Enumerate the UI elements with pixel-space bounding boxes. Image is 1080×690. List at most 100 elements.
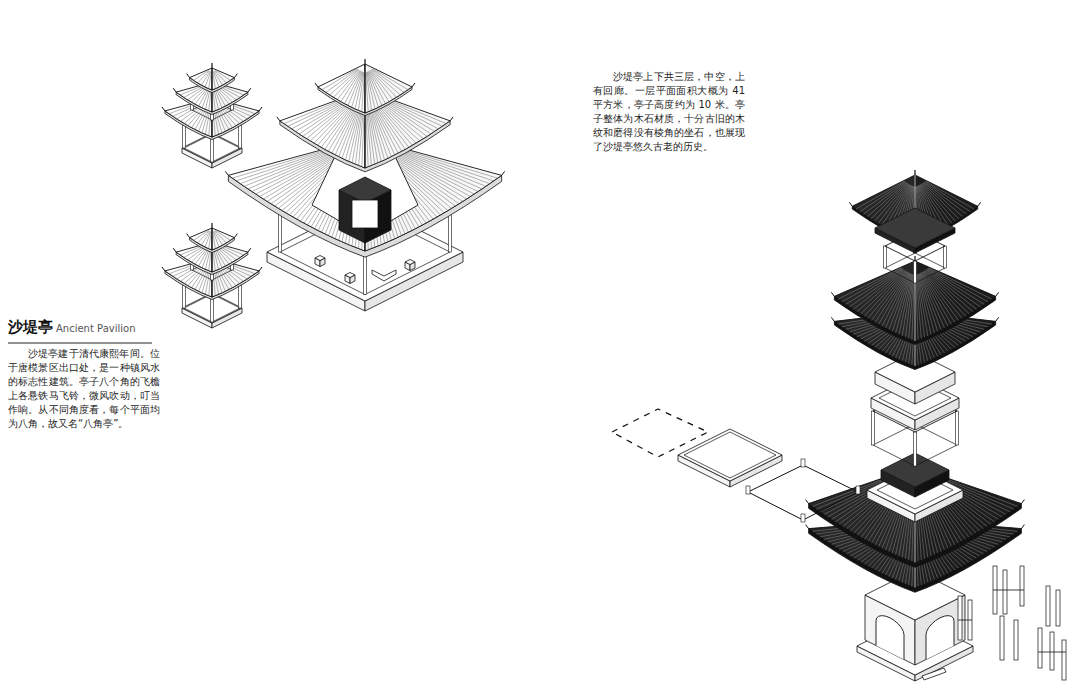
top-roof	[371, 70, 397, 97]
pavilion-roof	[201, 71, 210, 85]
loose-beam	[922, 668, 946, 680]
top-roof	[367, 72, 378, 108]
middle-roof	[915, 261, 996, 341]
pavilion-roof	[211, 223, 212, 228]
column-piece	[1014, 620, 1018, 660]
gallery-column	[914, 432, 917, 466]
column-beam	[958, 620, 972, 621]
pavilion-roof	[213, 72, 216, 89]
top-roof	[355, 72, 363, 109]
pavilion-roof	[173, 88, 176, 92]
pavilion-roof	[205, 71, 211, 87]
pavilion-roof	[259, 267, 262, 271]
column-piece	[1038, 628, 1042, 668]
middle-roof	[928, 268, 988, 301]
pavilion-roof	[209, 232, 212, 249]
top-roof	[369, 71, 386, 104]
pavilion-roof	[173, 248, 176, 252]
beam-joint	[856, 486, 860, 494]
upper-roof	[277, 117, 280, 121]
stone-block	[405, 260, 415, 265]
top-roof	[315, 83, 318, 87]
lower-roof	[502, 171, 505, 175]
middle-roof	[922, 272, 952, 324]
top-roof	[867, 182, 906, 216]
base-arch	[926, 616, 954, 660]
top-roof	[364, 59, 365, 64]
lower-roof	[806, 525, 809, 529]
top-roof	[365, 64, 412, 113]
pavilion-roof	[190, 228, 212, 250]
pavilion-roof	[213, 71, 219, 87]
pavilion-roof	[198, 71, 210, 83]
pavilion-roof	[190, 68, 212, 90]
middle-roof	[902, 274, 912, 335]
lower-roof	[1021, 525, 1024, 529]
pavilion-roof	[162, 107, 165, 111]
middle-roof	[925, 270, 973, 312]
top-roof	[914, 170, 915, 175]
loose-columns	[922, 566, 1066, 680]
small-pavilion	[162, 223, 262, 328]
middle-roof	[899, 274, 912, 334]
pavilion-roof	[248, 88, 251, 92]
pavilion-roof	[209, 72, 212, 89]
pavilion-roof	[214, 231, 223, 245]
beam-frame	[748, 465, 858, 520]
middle-roof	[929, 268, 992, 299]
heading-subtitle: Ancient Pavilion	[56, 323, 135, 334]
inner-core	[339, 177, 391, 203]
top-roof	[925, 182, 970, 212]
top-roof	[412, 83, 415, 87]
top-roof	[849, 202, 852, 206]
pavilion-roof	[213, 232, 216, 249]
middle-roof	[831, 292, 834, 296]
pavilion-roof	[187, 74, 190, 78]
beam-joint	[801, 514, 805, 522]
pavilion-roof	[248, 248, 251, 252]
column-piece	[1046, 586, 1050, 626]
small-pavilion	[162, 63, 262, 168]
pavilion-roof	[215, 70, 230, 80]
stone-seat	[372, 270, 396, 281]
pavilion-roof	[259, 107, 262, 111]
pavilion-roof	[215, 230, 230, 240]
middle-roof	[889, 273, 910, 329]
middle-roof	[831, 317, 834, 321]
middle-roof	[996, 317, 999, 321]
middle-roof	[927, 269, 984, 305]
top-roof	[345, 71, 362, 104]
middle-roof	[868, 271, 907, 318]
top-ring	[875, 208, 955, 248]
lower-roof	[1021, 500, 1024, 504]
top-roof	[871, 183, 907, 219]
pavilion-roof	[234, 74, 237, 78]
middle-roof	[834, 261, 915, 341]
base-arch	[876, 616, 904, 660]
middle-roof	[879, 272, 909, 324]
middle-roof	[914, 256, 915, 261]
top-roof	[330, 70, 359, 95]
heading-rule	[8, 343, 152, 344]
middle-roof	[917, 275, 925, 338]
pavilion-roof	[212, 228, 234, 250]
lower-roof	[809, 467, 915, 563]
stone-block	[345, 273, 355, 278]
cutaway-pavilion	[225, 59, 504, 311]
exploded-pavilion	[806, 170, 1025, 681]
top-roof	[352, 72, 363, 108]
floor-ring	[684, 432, 776, 478]
middle-roof	[926, 270, 977, 310]
beam-joint	[746, 486, 750, 494]
pavilion-roof	[211, 63, 212, 68]
lower-roof	[225, 171, 228, 175]
middle-roof	[864, 271, 906, 316]
column-piece	[1050, 632, 1054, 670]
column-beam	[993, 590, 1024, 591]
upper-column	[914, 261, 917, 283]
lower-roof	[806, 500, 809, 504]
beam-joint	[801, 459, 805, 467]
middle-roof	[886, 273, 910, 328]
gallery-column	[956, 411, 959, 445]
